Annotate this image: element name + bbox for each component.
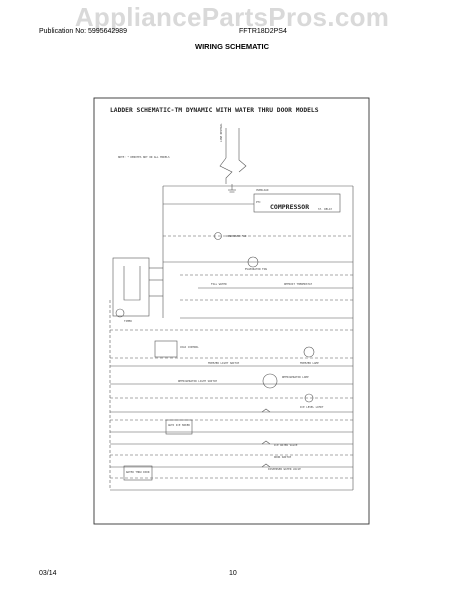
fill-water-label: FILL WATER	[211, 282, 227, 286]
door-switch-label: DOOR SWITCH	[274, 455, 292, 459]
freezer-light-switch-label: FREEZER LIGHT SWITCH	[208, 361, 240, 365]
evaporator-fan-symbol	[247, 256, 259, 268]
defrost-thermostat-label: DEFROST THERMOSTAT	[284, 282, 313, 286]
ice-maker-box	[165, 419, 193, 435]
overload-label: OVERLOAD	[256, 188, 269, 192]
watermark: AppliancePartsPros.com	[74, 2, 390, 32]
compressor-label: COMPRESSOR	[270, 203, 309, 211]
condenser-fan-label: CONDENSER FAN	[226, 234, 247, 238]
timer-label: TIMER	[124, 319, 132, 323]
ptc-label: PTC	[256, 200, 261, 204]
dispenser-water-valve-label: DISPENSER WATER VALVE	[268, 467, 301, 471]
schematic-title: LADDER SCHEMATIC-TM DYNAMIC WITH WATER T…	[110, 107, 319, 114]
footer-date: 03/14	[39, 570, 57, 577]
ice-level-limit-label: ICE LEVEL LIMIT	[300, 405, 324, 409]
refrigerator-light-switch-label: REFRIGERATOR LIGHT SWITCH	[178, 379, 217, 383]
cold-control-label: COLD CONTROL	[180, 345, 199, 349]
refrigerator-lamp-symbol	[262, 373, 278, 389]
water-thru-door-box	[123, 465, 153, 481]
line-neutral-label: LINE NEUTRAL	[219, 123, 223, 142]
cold-control-box	[154, 340, 178, 358]
schematic-border	[93, 97, 370, 525]
auto-ice-maker-label: AUTO ICE MAKER	[168, 423, 190, 427]
water-thru-door-label: WATER THRU DOOR	[126, 470, 150, 474]
ice-water-valve-label: ICE WATER VALVE	[274, 443, 298, 447]
publication-number: Publication No: 5995642989	[39, 28, 127, 35]
sheet-title: WIRING SCHEMATIC	[194, 42, 270, 51]
note-label: NOTE: * DENOTES NOT ON ALL MODELS	[118, 155, 170, 159]
start-relay-label: ST. RELAY	[318, 207, 332, 211]
refrigerator-lamp-label: REFRIGERATOR LAMP	[282, 375, 309, 379]
timer-box	[112, 257, 150, 317]
condenser-fan-symbol	[214, 232, 222, 240]
freezer-lamp-label: FREEZER LAMP	[300, 361, 319, 365]
freezer-lamp-symbol	[303, 346, 315, 358]
model-number: FFTR18D2PS4	[239, 28, 287, 35]
compressor-box	[253, 193, 341, 213]
evaporator-fan-label: EVAPORATOR FAN	[245, 267, 267, 271]
page-number: 10	[229, 570, 237, 577]
